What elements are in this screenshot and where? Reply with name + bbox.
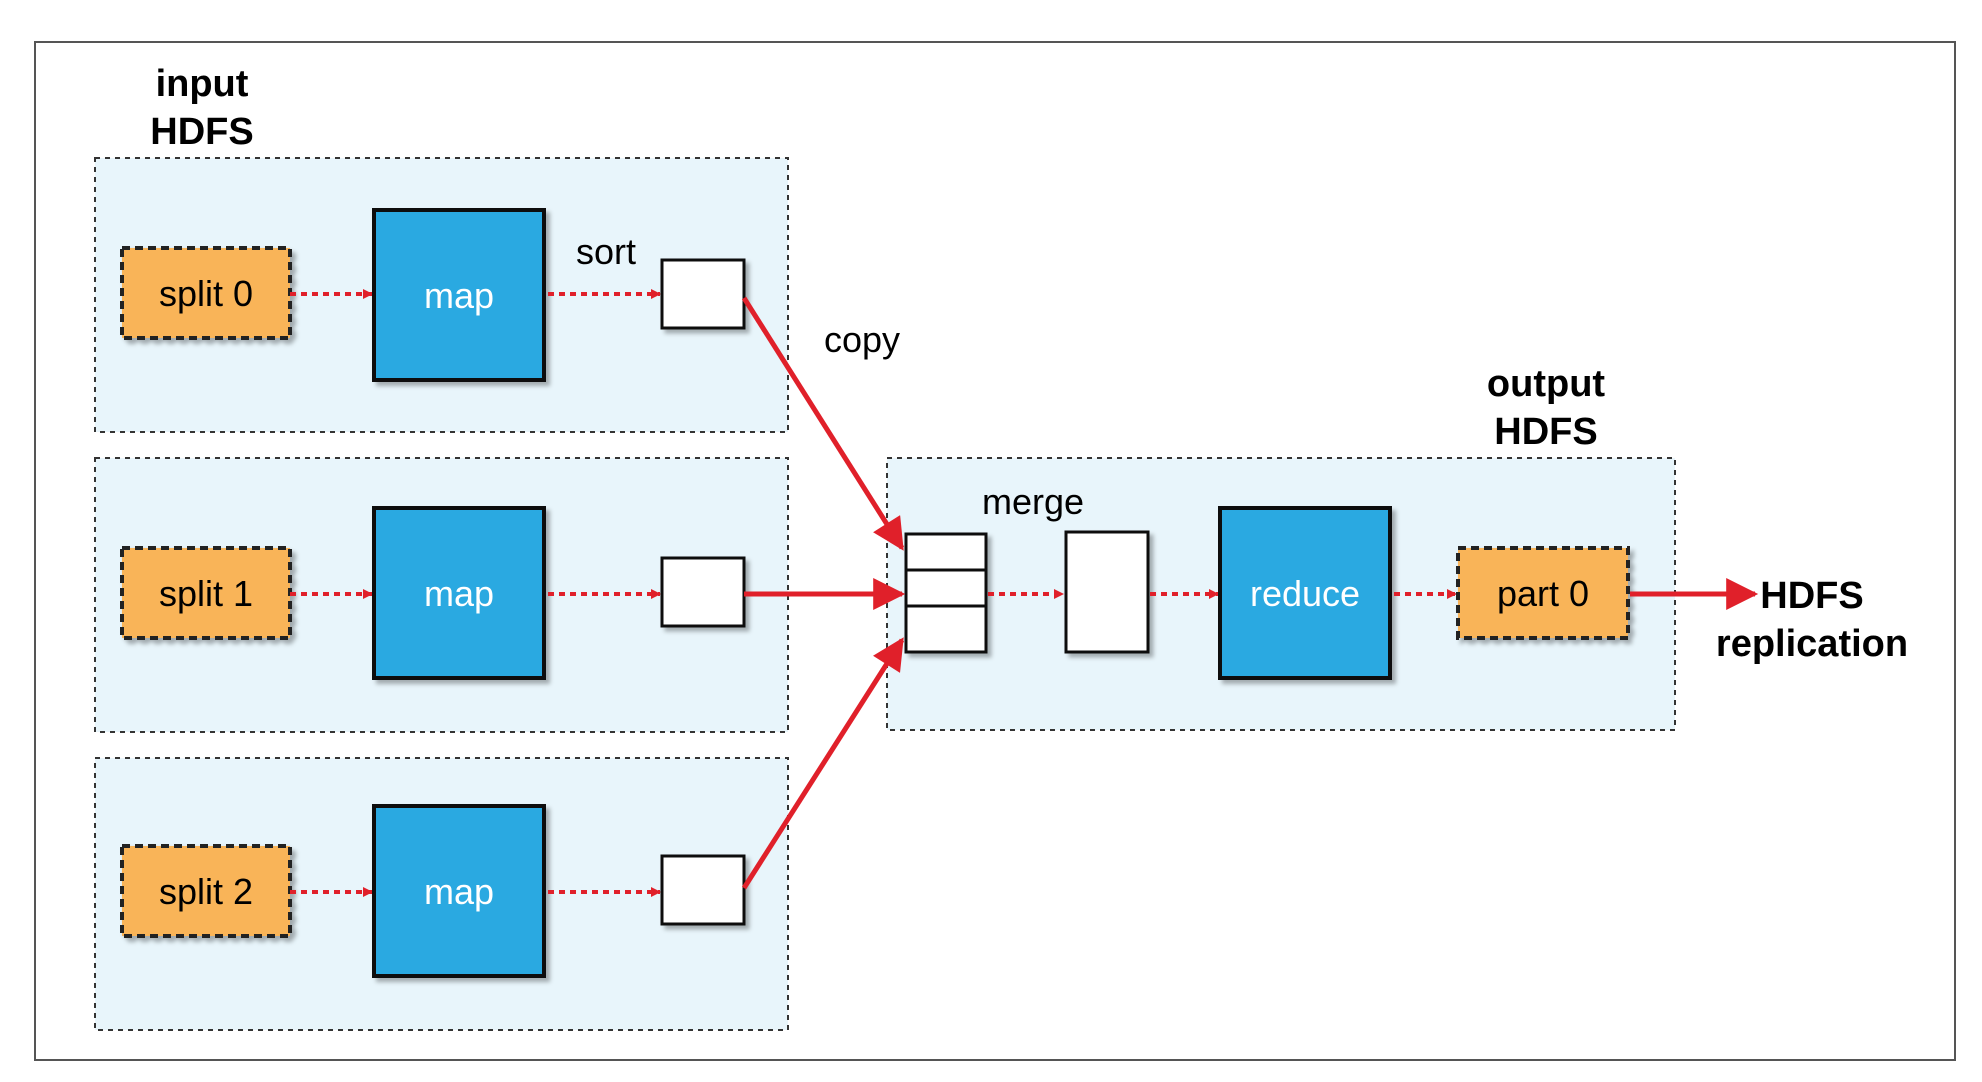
map-label: map (424, 573, 494, 614)
reduce-box (1218, 506, 1392, 680)
output-hdfs-label-line1: output (1487, 363, 1606, 405)
sorted-map-output (660, 854, 746, 926)
part-block (1456, 546, 1630, 640)
map-task-node-0: split 0 map (94, 157, 789, 433)
map-box (372, 506, 546, 680)
map-box (372, 804, 546, 978)
merge-input-stack (904, 532, 988, 654)
map-box (372, 208, 546, 382)
sorted-map-output (660, 556, 746, 628)
hdfs-replication-label-line2: replication (1716, 623, 1908, 665)
output-hdfs-label-line2: HDFS (1494, 411, 1597, 453)
reduce-task-node: reduce part 0 (886, 457, 1676, 731)
merge-label: merge (982, 481, 1084, 522)
map-label: map (424, 275, 494, 316)
input-hdfs-label-line1: input (156, 63, 249, 105)
hdfs-replication-label-line1: HDFS (1760, 575, 1863, 617)
split-label: split 1 (159, 573, 253, 614)
part-label: part 0 (1497, 573, 1589, 614)
map-task-node-2: split 2 map (94, 757, 789, 1031)
figure-frame (34, 41, 1956, 1061)
split-block (120, 844, 292, 938)
map-label: map (424, 871, 494, 912)
split-label: split 2 (159, 871, 253, 912)
split-block (120, 546, 292, 640)
copy-arrow-0 (741, 296, 905, 551)
merged-output (1064, 530, 1150, 654)
copy-label: copy (824, 319, 900, 360)
map-task-node-1: split 1 map (94, 457, 789, 733)
copy-arrow-2 (741, 637, 905, 890)
input-hdfs-label-line2: HDFS (150, 111, 253, 153)
reduce-label: reduce (1250, 573, 1360, 614)
sort-label: sort (576, 231, 636, 272)
split-label: split 0 (159, 273, 253, 314)
sorted-map-output (660, 258, 746, 330)
